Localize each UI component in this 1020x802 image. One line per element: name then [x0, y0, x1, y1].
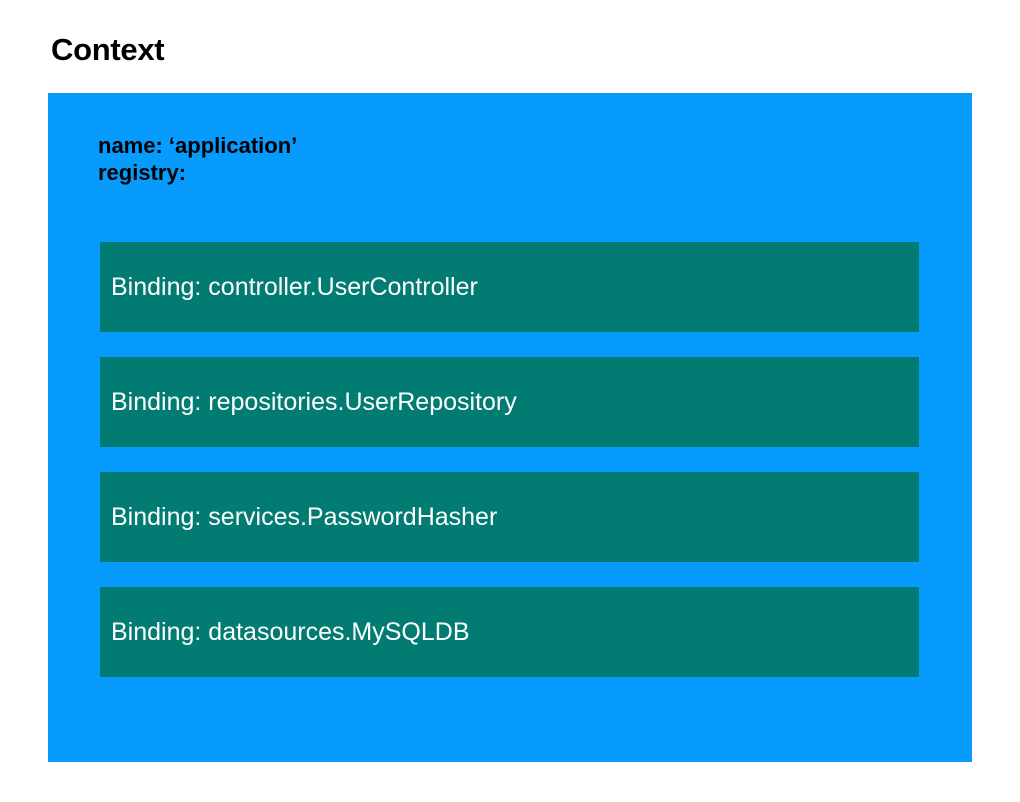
- binding-row[interactable]: Binding: controller.UserController: [100, 242, 919, 332]
- binding-row[interactable]: Binding: repositories.UserRepository: [100, 357, 919, 447]
- binding-row[interactable]: Binding: services.PasswordHasher: [100, 472, 919, 562]
- context-name-line: name: ‘application’: [98, 133, 298, 158]
- page-title: Context: [51, 32, 165, 67]
- context-box: name: ‘application’ registry: Binding: c…: [48, 93, 972, 762]
- registry-binding-list: Binding: controller.UserController Bindi…: [100, 242, 919, 677]
- binding-label: Binding: services.PasswordHasher: [111, 503, 498, 531]
- context-registry-line: registry:: [98, 160, 187, 185]
- binding-label: Binding: repositories.UserRepository: [111, 388, 517, 416]
- context-header: name: ‘application’ registry:: [98, 132, 297, 186]
- binding-label: Binding: datasources.MySQLDB: [111, 618, 470, 646]
- binding-row[interactable]: Binding: datasources.MySQLDB: [100, 587, 919, 677]
- binding-label: Binding: controller.UserController: [111, 273, 478, 301]
